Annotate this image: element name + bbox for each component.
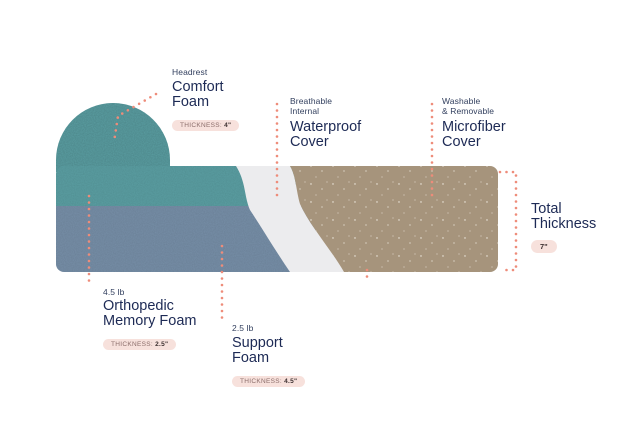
waterproof-label: Breathable Internal Waterproof Cover — [290, 96, 361, 150]
support-foam-thickness-badge: THICKNESS: 4.5" — [232, 376, 306, 387]
headrest-label: Headrest Comfort Foam THICKNESS: 4" — [172, 67, 240, 132]
total-thickness-badge: 7" — [531, 240, 557, 253]
memory-foam-label: 4.5 lb Orthopedic Memory Foam THICKNESS:… — [103, 287, 196, 351]
comfort-foam-thickness-badge: THICKNESS: 4" — [172, 120, 240, 131]
memory-foam-kicker: 4.5 lb — [103, 287, 125, 297]
memory-foam-thickness-badge: THICKNESS: 2.5" — [103, 339, 177, 350]
microfiber-label: Washable & Removable Microfiber Cover — [442, 96, 506, 150]
total-title-2: Thickness — [531, 216, 597, 232]
total-thickness-label: Total Thickness 7" — [531, 202, 596, 254]
support-foam-kicker: 2.5 lb — [232, 323, 254, 333]
comfort-foam-title-2: Foam — [172, 94, 210, 110]
comfort-foam-title-1: Comfort — [172, 79, 224, 95]
waterproof-kicker-2: Internal — [290, 106, 320, 116]
waterproof-cover-layer — [236, 166, 344, 272]
microfiber-kicker-2: & Removable — [442, 106, 495, 116]
support-foam-label: 2.5 lb Support Foam THICKNESS: 4.5" — [232, 323, 306, 388]
waterproof-title-1: Waterproof — [290, 119, 362, 135]
support-foam-title-1: Support — [232, 335, 283, 351]
waterproof-title-2: Cover — [290, 134, 329, 150]
waterproof-kicker-1: Breathable — [290, 96, 333, 106]
support-foam-title-2: Foam — [232, 350, 270, 366]
total-title-1: Total — [531, 201, 562, 217]
microfiber-title-1: Microfiber — [442, 119, 506, 135]
headrest-kicker: Headrest — [172, 67, 208, 77]
leader-lines — [87, 92, 518, 326]
microfiber-kicker-1: Washable — [442, 96, 481, 106]
microfiber-title-2: Cover — [442, 134, 481, 150]
memory-foam-title-2: Memory Foam — [103, 313, 197, 329]
memory-foam-title-1: Orthopedic — [103, 298, 174, 314]
